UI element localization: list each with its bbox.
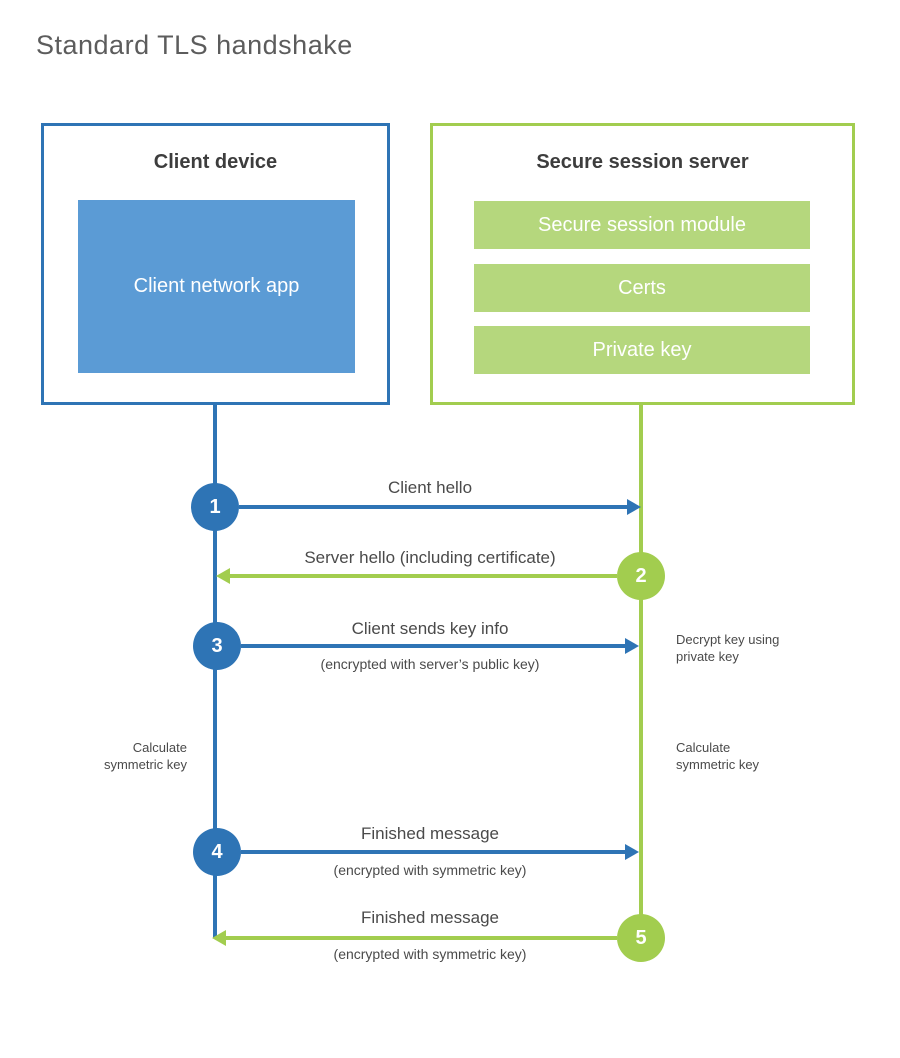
step-3-badge: 3 [193, 622, 241, 670]
step-2-arrowhead-icon [216, 568, 230, 584]
step-4-arrow-shaft [241, 850, 625, 854]
note-calculate-symmetric-key-client: Calculate symmetric key [103, 740, 187, 772]
step-5-arrow-shaft [226, 936, 617, 940]
step-3-label: Client sends key info [351, 619, 509, 638]
server-module-private-key: Private key [474, 326, 810, 374]
step-5-label: Finished message [361, 908, 499, 927]
step-1-label: Client hello [387, 478, 473, 497]
client-device-box: Client device Client network app [41, 123, 390, 405]
step-3-arrowhead-icon [625, 638, 639, 654]
client-network-app-box: Client network app [78, 200, 355, 373]
step-5-badge: 5 [617, 914, 665, 962]
server-module-secure-session: Secure session module [474, 201, 810, 249]
step-2-arrow-shaft [230, 574, 617, 578]
step-4-label: Finished message [361, 824, 499, 843]
step-5-arrowhead-icon [212, 930, 226, 946]
page-title: Standard TLS handshake [36, 30, 353, 60]
step-5-sublabel: (encrypted with symmetric key) [333, 946, 527, 962]
step-1-arrowhead-icon [627, 499, 641, 515]
note-calculate-symmetric-key-server: Calculate symmetric key [676, 740, 760, 772]
step-4-sublabel: (encrypted with symmetric key) [333, 862, 527, 878]
client-device-title: Client device [153, 151, 278, 173]
step-4-badge: 4 [193, 828, 241, 876]
step-3-arrow-shaft [241, 644, 625, 648]
step-2-label: Server hello (including certificate) [304, 548, 556, 567]
step-1-badge: 1 [191, 483, 239, 531]
server-module-certs: Certs [474, 264, 810, 312]
secure-session-server-title: Secure session server [536, 151, 749, 173]
secure-session-server-box: Secure session server Secure session mod… [430, 123, 855, 405]
note-decrypt-key: Decrypt key using private key [676, 632, 780, 664]
server-lifeline [639, 405, 643, 938]
client-lifeline [213, 405, 217, 938]
step-3-sublabel: (encrypted with server’s public key) [320, 656, 540, 672]
step-1-arrow-shaft [239, 505, 627, 509]
step-4-arrowhead-icon [625, 844, 639, 860]
step-2-badge: 2 [617, 552, 665, 600]
